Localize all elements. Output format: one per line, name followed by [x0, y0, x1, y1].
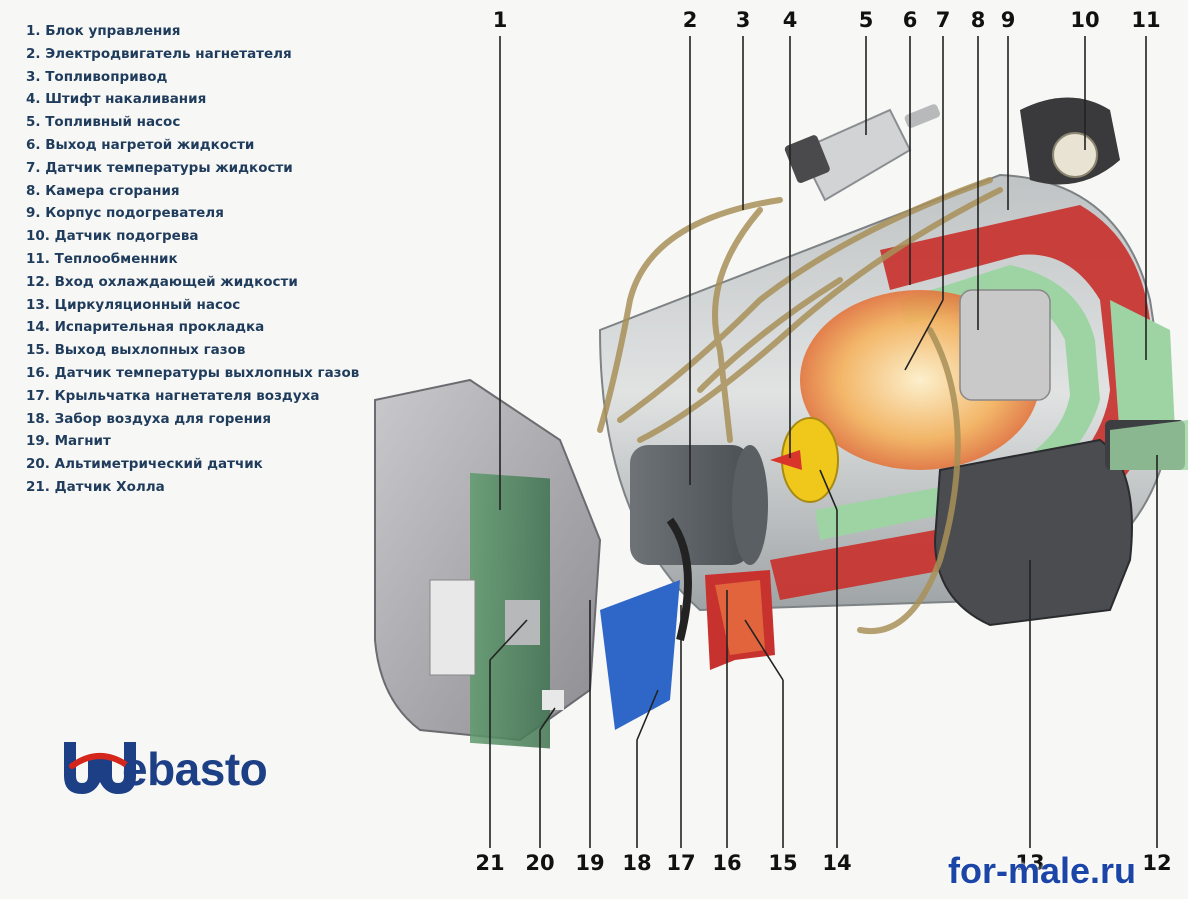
callout-2: 2 — [682, 8, 698, 32]
exhaust-outlet — [705, 570, 775, 670]
callout-13: 13 — [1015, 851, 1045, 875]
legend-item: 8. Камера сгорания — [26, 182, 180, 199]
watermark: for-male.ru — [948, 850, 1137, 891]
callout-9: 9 — [1000, 8, 1016, 32]
parts-legend: 1. Блок управления 2. Электродвигатель на… — [26, 20, 359, 499]
callout-12: 12 — [1142, 851, 1172, 875]
callout-7: 7 — [935, 8, 951, 32]
heater-sensor — [1020, 97, 1120, 185]
blower-motor — [630, 445, 768, 565]
legend-item: 11. Теплообменник — [26, 250, 178, 267]
callout-3: 3 — [735, 8, 751, 32]
legend-item: 1. Блок управления — [26, 23, 181, 39]
legend-item: 12. Вход охлаждающей жидкости — [26, 273, 298, 290]
legend-item: 18. Забор воздуха для горения — [26, 410, 272, 427]
legend-item: 5. Топливный насос — [26, 114, 181, 131]
legend-item: 7. Датчик температуры жидкости — [26, 159, 293, 176]
legend-item: 3. Топливопривод — [26, 68, 168, 85]
legend-item: 20. Альтиметрический датчик — [26, 456, 263, 473]
callout-5: 5 — [858, 8, 874, 32]
legend-item: 13. Циркуляционный насос — [26, 296, 241, 313]
air-intake — [600, 517, 692, 730]
callout-11: 11 — [1131, 8, 1161, 32]
legend-item: 9. Корпус подогревателя — [26, 205, 224, 222]
callout-20: 20 — [525, 851, 555, 875]
callout-21: 21 — [475, 851, 505, 875]
callout-1: 1 — [492, 8, 508, 32]
legend-item: 2. Электродвигатель нагнетателя — [26, 45, 292, 62]
callout-19: 19 — [575, 851, 605, 875]
legend-item: 16. Датчик температуры выхлопных газов — [26, 364, 360, 381]
control-unit — [374, 378, 602, 749]
callout-8: 8 — [970, 8, 986, 32]
callout-18: 18 — [622, 851, 652, 875]
callout-10: 10 — [1070, 8, 1100, 32]
circulation-pump — [933, 420, 1188, 627]
legend-item: 6. Выход нагретой жидкости — [26, 136, 255, 153]
legend-item: 21. Датчик Холла — [26, 478, 165, 495]
logo-wordmark: ebasto — [122, 743, 268, 795]
legend-item: 4. Штифт накаливания — [26, 91, 207, 108]
callout-6: 6 — [902, 8, 918, 32]
callout-14: 14 — [822, 851, 852, 875]
callout-15: 15 — [768, 851, 798, 875]
fuel-pump — [784, 104, 940, 202]
legend-item: 17. Крыльчатка нагнетателя воздуха — [26, 387, 320, 404]
webasto-logo-icon — [64, 742, 136, 794]
leader-lines — [489, 36, 1158, 848]
legend-item: 10. Датчик подогрева — [26, 228, 199, 245]
legend-item: 15. Выход выхлопных газов — [26, 342, 246, 359]
combustion-chamber — [800, 289, 1051, 470]
legend-item: 19. Магнит — [26, 433, 111, 450]
legend-item: 14. Испарительная прокладка — [26, 319, 265, 336]
callout-17: 17 — [666, 851, 696, 875]
callout-16: 16 — [712, 851, 742, 875]
callout-4: 4 — [782, 8, 798, 32]
